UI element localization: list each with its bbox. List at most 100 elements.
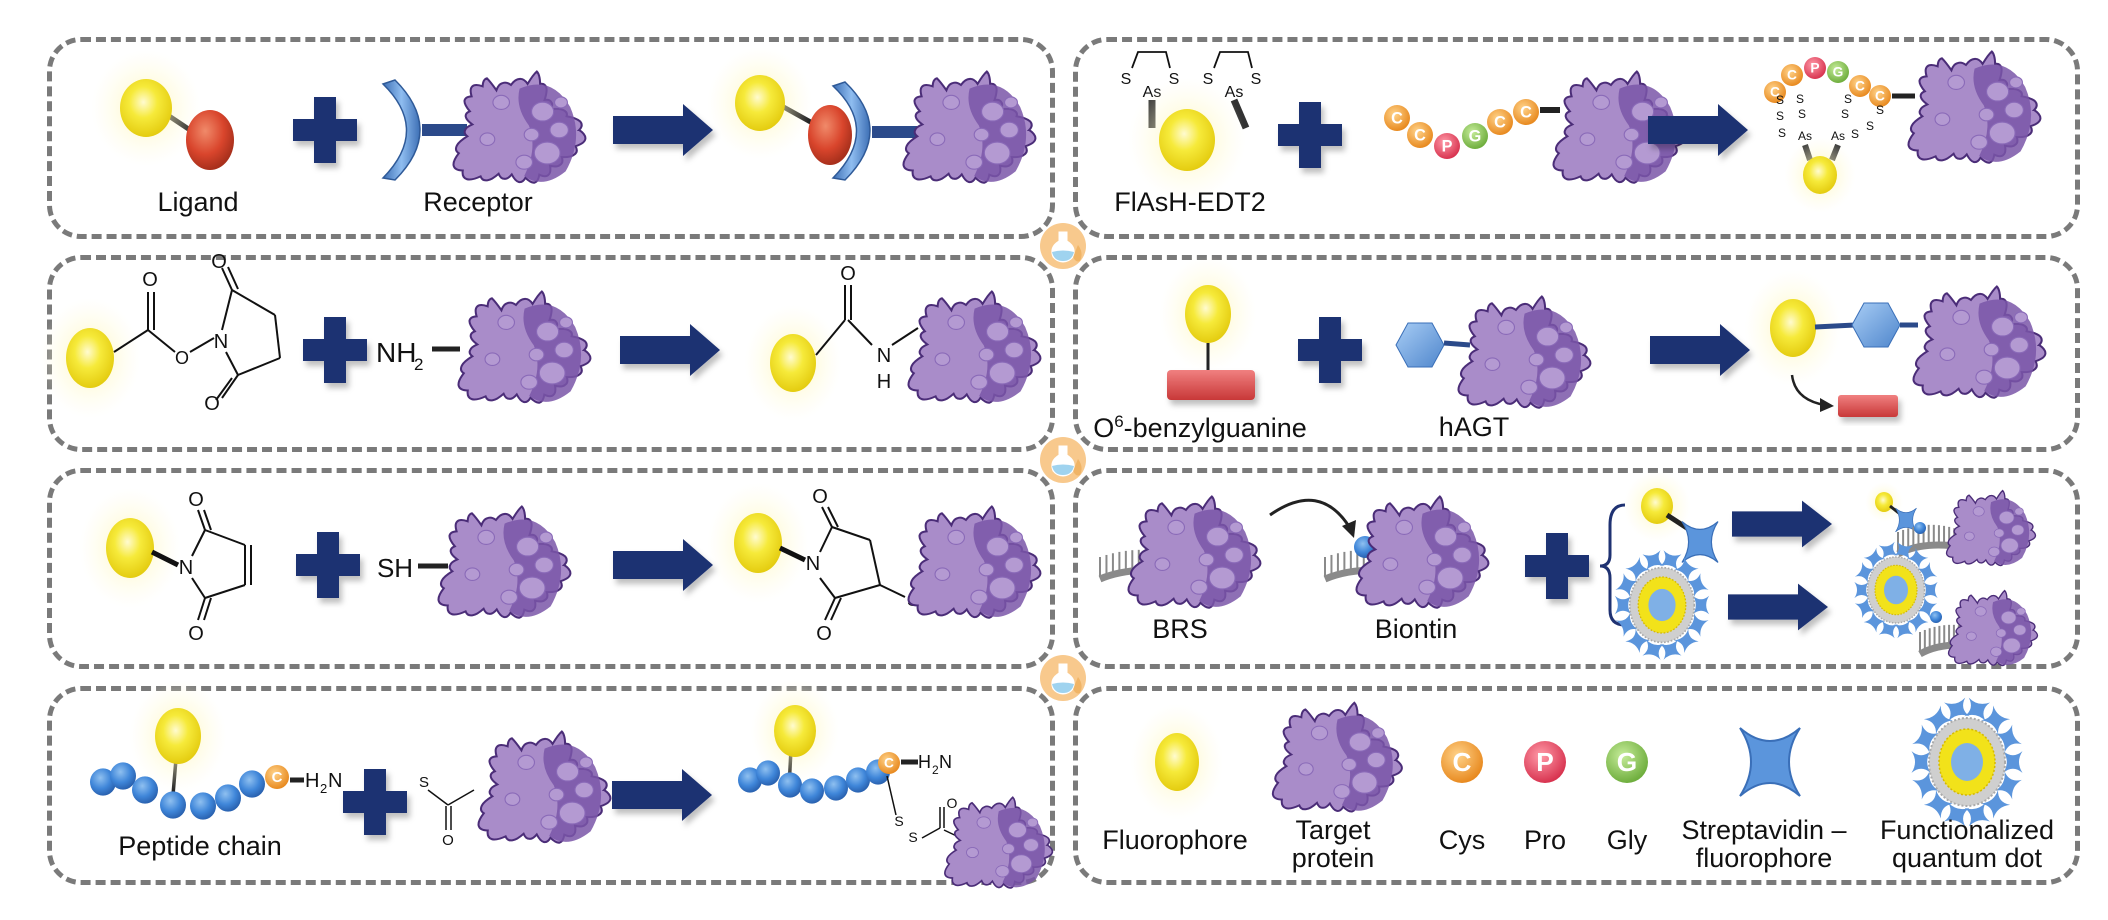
sulfur-label: S <box>1778 126 1786 140</box>
protein-bubble <box>1382 557 1399 572</box>
streptavidin-ligand <box>1981 705 2011 735</box>
ring-bond <box>1131 51 1171 69</box>
protein-bubble <box>504 792 521 807</box>
residue-bead <box>1606 741 1648 783</box>
flash-artwork: SSAsSSAsCCPGCCCCPGCCSSSSSSSSSSAsAs <box>1121 50 2042 213</box>
protein-bubble <box>1538 366 1566 390</box>
amine-label: NH <box>376 337 416 368</box>
streptavidin-shape <box>1681 521 1719 563</box>
receptor-cup <box>381 79 421 181</box>
target-protein <box>1907 50 2042 164</box>
protein-bubble <box>2011 524 2025 536</box>
protein-bubble <box>500 589 519 605</box>
label-flash-edt2: FlAsH-EDT2 <box>1114 187 1266 217</box>
protein-bubble <box>508 562 525 577</box>
linker <box>1443 340 1471 348</box>
reaction-arrow <box>613 104 713 156</box>
protein-bubble <box>1229 521 1243 534</box>
protein-bubble <box>1310 725 1329 741</box>
protein-bubble <box>479 132 496 147</box>
protein-bubble <box>999 121 1019 139</box>
protein-bubble <box>1993 528 2005 538</box>
streptavidin-ligand <box>1944 697 1970 722</box>
protein-bubble <box>2014 311 2028 324</box>
amino-acid-c: C <box>1781 64 1803 86</box>
protein-bubble <box>531 101 555 122</box>
arrow-shape <box>1732 500 1832 548</box>
amine-label: H <box>918 752 931 772</box>
streptavidin-shape <box>1854 561 1875 583</box>
residue-bead <box>1384 105 1410 131</box>
streptavidin-ligand <box>1615 613 1639 637</box>
sulfur-label: S <box>908 829 917 845</box>
protein-bubble <box>574 781 594 799</box>
snap-tag-artwork <box>1159 256 2047 417</box>
residue-letter: C <box>1453 747 1472 777</box>
oxygen-label: O <box>188 489 204 511</box>
protein-bubble <box>929 132 946 147</box>
biotin-bead <box>1914 522 1926 534</box>
plus-sign <box>296 532 360 598</box>
flask-glyph <box>1051 231 1082 263</box>
label-o6-benzylguanine: O6-benzylguanine <box>1093 413 1307 443</box>
streptavidin-ligand <box>1912 771 1939 800</box>
amino-acid-c: C <box>1849 75 1871 97</box>
streptavidin-ligand <box>1894 541 1914 560</box>
legend-label-fluorophore: Fluorophore <box>1102 825 1248 855</box>
protein-bubble <box>965 154 984 170</box>
protein-bubble <box>1298 762 1314 776</box>
fluorophore <box>1875 492 1893 512</box>
protein-bubble <box>548 787 565 802</box>
target-protein <box>452 70 587 184</box>
streptavidin-shape <box>1944 697 1970 722</box>
bond <box>237 357 281 376</box>
oxygen-label: O <box>211 251 227 273</box>
protein-bubble <box>1964 531 1975 541</box>
protein-bubble <box>533 141 561 165</box>
biotinylation-arrow <box>1269 498 1352 529</box>
reaction-arrow <box>612 769 712 821</box>
amine-label: H <box>305 770 319 792</box>
amino-acid-c: C <box>878 752 900 774</box>
protein-bubble <box>1988 121 2016 145</box>
protein-bubble <box>1972 506 1985 517</box>
amino-acid-c: C <box>1441 741 1483 783</box>
amino-acid-p: P <box>1804 57 1826 79</box>
fluorophore <box>1159 109 1215 171</box>
streptavidin-ligand <box>1642 550 1665 571</box>
amino-acid-c: C <box>1513 99 1539 125</box>
residue-letter: C <box>1391 109 1403 127</box>
peptide-bead <box>239 770 265 798</box>
protein-bubble <box>1998 510 2015 525</box>
protein-bubble <box>1426 552 1443 567</box>
amino-acid-g: G <box>1462 123 1488 149</box>
residue-bead <box>1827 61 1849 83</box>
residue-bead <box>1764 81 1786 103</box>
bond <box>215 377 233 401</box>
label-ligand: Ligand <box>157 187 239 217</box>
protein-bubble <box>1559 321 1573 334</box>
protein-bubble <box>556 761 580 782</box>
amino-acid-c: C <box>1487 109 1513 135</box>
reaction-arrow <box>613 539 713 591</box>
protein-bubble <box>1351 771 1378 794</box>
streptavidin-ligand <box>1854 581 1869 599</box>
amino-acid-c: C <box>1869 85 1891 107</box>
protein-bubble <box>1002 843 1015 855</box>
oxygen-label: O <box>840 263 856 285</box>
protein-bubble <box>554 341 574 359</box>
peptide-bead <box>778 772 802 798</box>
peptide-bead <box>132 776 158 804</box>
target-protein <box>944 796 1054 889</box>
streptavidin-ligand <box>1911 751 1931 773</box>
label-biotin: Biontin <box>1374 614 1458 644</box>
protein-bubble <box>1198 552 1215 567</box>
protein-bubble <box>1986 81 2010 102</box>
plus-bar <box>1546 533 1568 599</box>
streptavidin-shape <box>1981 705 2011 735</box>
subscript: 2 <box>320 781 327 796</box>
bond <box>204 529 246 546</box>
streptavidin-shape <box>1878 620 1898 639</box>
qd-core <box>1884 575 1908 605</box>
